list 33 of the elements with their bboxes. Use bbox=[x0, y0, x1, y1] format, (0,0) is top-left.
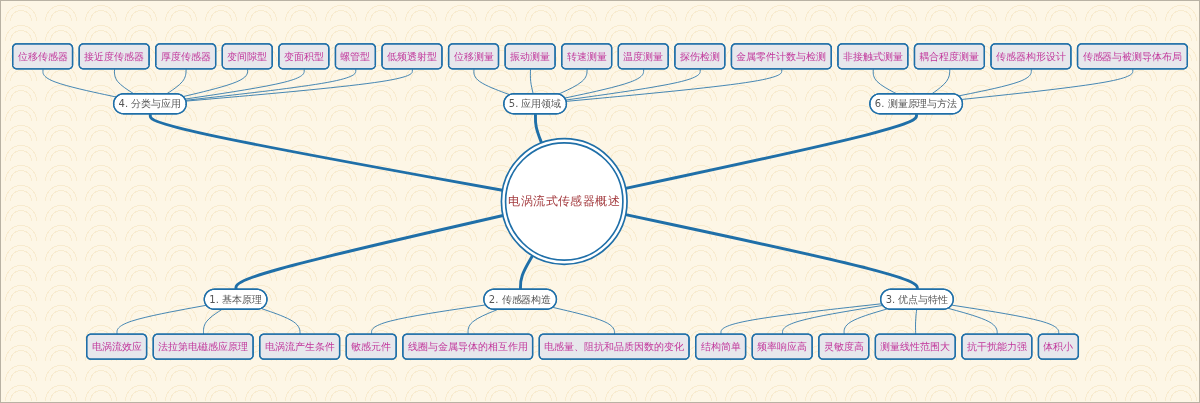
connector bbox=[951, 304, 1060, 336]
connector bbox=[625, 114, 918, 190]
connector bbox=[843, 308, 888, 336]
connector bbox=[467, 309, 498, 336]
connector bbox=[564, 68, 645, 99]
connector bbox=[371, 304, 487, 336]
node-circle: 电涡流式传感器概述 bbox=[500, 137, 628, 266]
connector bbox=[782, 305, 884, 336]
connector bbox=[182, 68, 249, 97]
connector bbox=[185, 68, 357, 101]
connector bbox=[203, 309, 223, 336]
connector bbox=[148, 113, 503, 192]
connector bbox=[915, 309, 918, 336]
connector bbox=[720, 303, 883, 336]
connector bbox=[961, 68, 1134, 100]
connector bbox=[234, 214, 504, 290]
connector bbox=[473, 68, 511, 96]
connector bbox=[114, 68, 135, 95]
connector bbox=[958, 68, 1032, 97]
connector bbox=[565, 68, 701, 101]
connector bbox=[116, 304, 207, 336]
connector bbox=[42, 68, 118, 98]
connector bbox=[625, 213, 919, 290]
connector bbox=[552, 307, 615, 336]
connector bbox=[185, 68, 413, 102]
connector bbox=[519, 254, 534, 290]
connector bbox=[948, 308, 998, 336]
connector bbox=[557, 68, 588, 95]
connector bbox=[533, 114, 543, 144]
connector bbox=[184, 68, 305, 100]
connector bbox=[566, 68, 783, 102]
connector bbox=[261, 308, 301, 336]
connector bbox=[529, 68, 534, 95]
